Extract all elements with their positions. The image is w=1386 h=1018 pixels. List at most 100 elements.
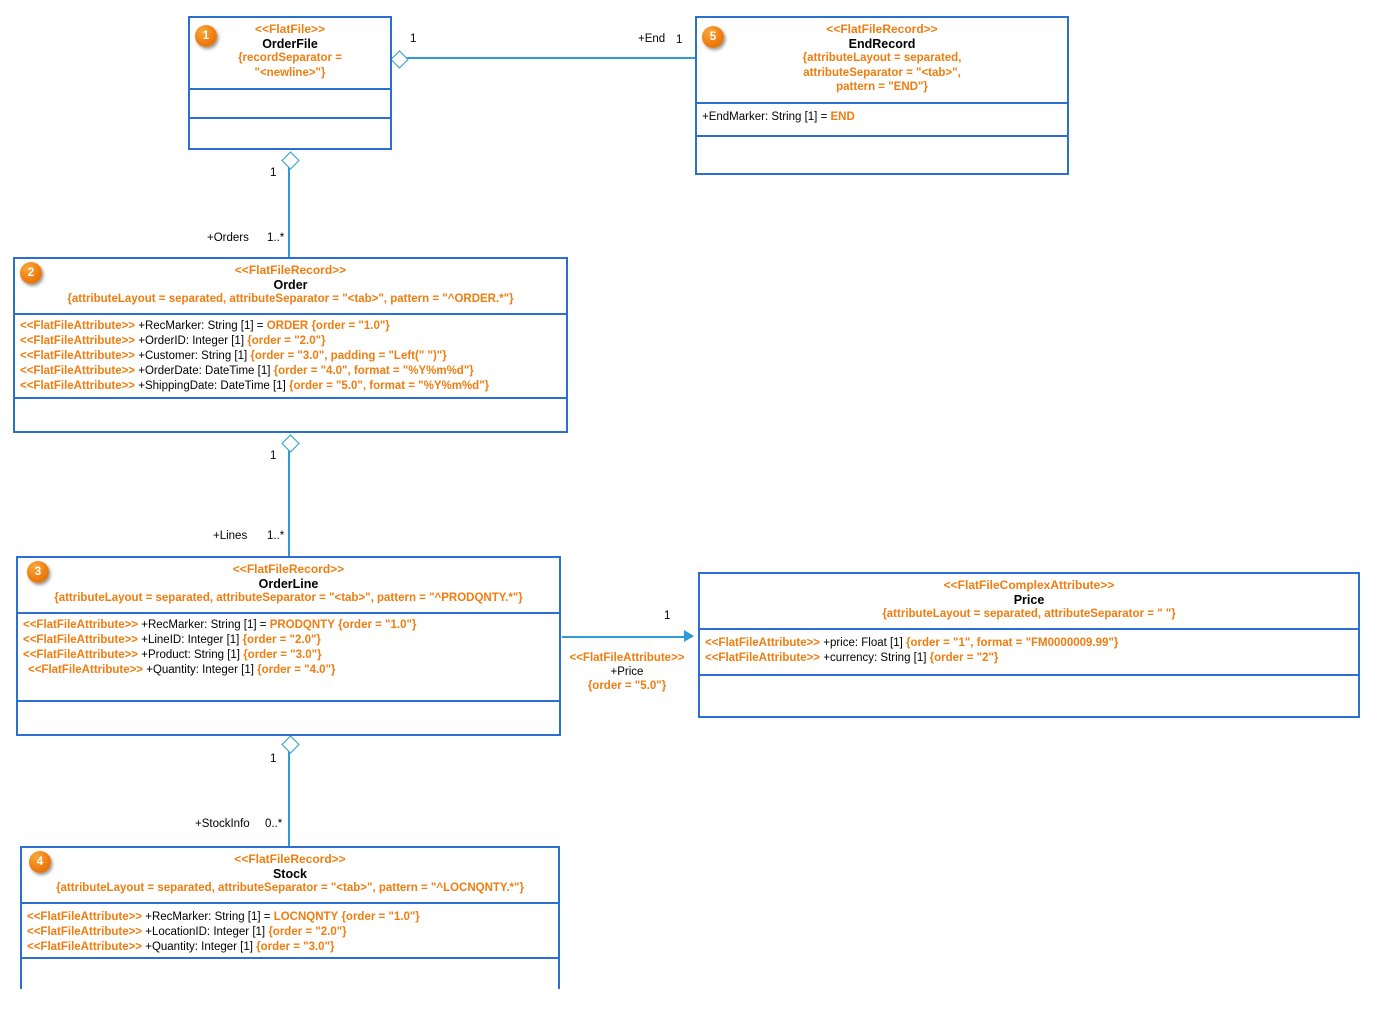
connector-orderfile-endrecord-target-multiplicity: 1 [676,34,683,46]
class-endrecord-operations [697,137,1067,173]
attribute-row: <<FlatFileAttribute>> +Customer: String … [20,349,564,364]
attribute-row: <<FlatFileAttribute>> +ShippingDate: Dat… [20,379,564,394]
attribute-row: <<FlatFileAttribute>> +RecMarker: String… [27,910,556,925]
attribute-stereotype: <<FlatFileAttribute>> [23,649,139,661]
connector-orderfile-endrecord-source-multiplicity: 1 [410,33,417,45]
connector-order-orderline-target-role: +Lines [213,530,248,542]
class-price-stereotype: <<FlatFileComplexAttribute>> [943,578,1115,592]
attribute-stereotype: <<FlatFileAttribute>> [20,320,136,332]
class-endrecord-name: EndRecord [848,36,916,51]
connector-orderline-price-line[interactable] [562,636,692,638]
connector-price-role: +Price [610,666,644,678]
connector-orderline-price-target-multiplicity: 1 [664,610,671,622]
class-orderfile-attributes [190,90,390,119]
attribute-row: <<FlatFileAttribute>> +RecMarker: String… [23,618,557,633]
attribute-tags: {order = "1.0"} [338,619,417,631]
connector-orderline-stock-line[interactable] [288,750,290,846]
attribute-stereotype: <<FlatFileAttribute>> [27,911,143,923]
class-stock-name: Stock [272,866,308,881]
class-price-header: <<FlatFileComplexAttribute>> Price {attr… [700,574,1358,630]
class-box-orderfile[interactable]: <<FlatFile>> OrderFile {recordSeparator … [188,16,392,150]
connector-price-tags: {order = "5.0"} [587,680,667,692]
connector-orderfile-order-target-multiplicity: 1..* [267,232,285,244]
attribute-default: LOCNQNTY [273,911,339,923]
connector-order-orderline-source-multiplicity: 1 [270,450,277,462]
class-endrecord-header: <<FlatFileRecord>> EndRecord {attributeL… [697,18,1067,104]
attribute-default: END [830,111,855,123]
class-stock-header: <<FlatFileRecord>> Stock {attributeLayou… [22,848,558,904]
attribute-row: <<FlatFileAttribute>> +RecMarker: String… [20,319,564,334]
attribute-tags: {order = "2.0"} [242,634,321,646]
attribute-signature: +Product: String [1] [141,649,244,661]
badge-3: 3 [27,561,49,583]
class-box-orderline[interactable]: <<FlatFileRecord>> OrderLine {attributeL… [16,556,561,736]
connector-orderline-stock-target-role: +StockInfo [195,818,250,830]
attribute-signature: +EndMarker: String [1] = [702,111,831,123]
attribute-row: <<FlatFileAttribute>> +Product: String [… [23,648,557,663]
class-endrecord-property-0: {attributeLayout = separated, [802,52,962,64]
class-box-endrecord[interactable]: <<FlatFileRecord>> EndRecord {attributeL… [695,16,1069,175]
class-price-name: Price [1013,592,1045,607]
class-orderfile-property-1: "<newline>"} [254,66,326,79]
connector-orderfile-endrecord-line[interactable] [400,57,696,59]
attribute-default: PRODQNTY [269,619,335,631]
class-stock-attributes: <<FlatFileAttribute>> +RecMarker: String… [22,904,558,959]
attribute-tags: {order = "4.0"} [257,664,336,676]
attribute-tags: {order = "3.0", padding = "Left(" ")"} [250,350,447,362]
class-price-property-0: {attributeLayout = separated, attributeS… [882,608,1176,620]
attribute-row: <<FlatFileAttribute>> +LocationID: Integ… [27,925,556,940]
class-orderline-header: <<FlatFileRecord>> OrderLine {attributeL… [18,558,559,614]
attribute-stereotype: <<FlatFileAttribute>> [28,664,144,676]
badge-5: 5 [702,26,724,48]
connector-orderline-stock-target-multiplicity: 0..* [265,818,283,830]
class-price-operations [700,676,1358,716]
attribute-tags: {order = "2.0"} [247,335,326,347]
attribute-signature: +OrderID: Integer [1] [138,335,248,347]
attribute-row: <<FlatFileAttribute>> +Quantity: Integer… [27,940,556,955]
class-order-property-0: {attributeLayout = separated, attributeS… [67,293,514,305]
class-box-price[interactable]: <<FlatFileComplexAttribute>> Price {attr… [698,572,1360,718]
aggregation-diamond-orderfile-orders [280,151,300,170]
badge-4: 4 [29,851,51,873]
attribute-tags: {order = "2.0"} [268,926,347,938]
badge-2: 2 [20,262,42,284]
aggregation-diamond-orderline-stockinfo [280,735,300,754]
attribute-stereotype: <<FlatFileAttribute>> [27,941,143,953]
attribute-stereotype: <<FlatFileAttribute>> [705,652,821,664]
class-price-attributes: <<FlatFileAttribute>> +price: Float [1] … [700,630,1358,676]
attribute-tags: {order = "1.0"} [311,320,390,332]
aggregation-diamond-orderfile-end [390,49,409,69]
attribute-tags: {order = "3.0"} [256,941,335,953]
attribute-signature: +RecMarker: String [1] = [141,619,270,631]
connector-orderfile-order-line[interactable] [288,160,290,257]
class-box-order[interactable]: <<FlatFileRecord>> Order {attributeLayou… [13,257,568,433]
connector-order-orderline-target-multiplicity: 1..* [267,530,285,542]
attribute-stereotype: <<FlatFileAttribute>> [20,365,136,377]
attribute-stereotype: <<FlatFileAttribute>> [20,380,136,392]
class-orderline-name: OrderLine [258,576,319,591]
class-orderfile-header: <<FlatFile>> OrderFile {recordSeparator … [190,18,390,90]
attribute-signature: +OrderDate: DateTime [1] [138,365,274,377]
attribute-tags: {order = "2"} [929,652,999,664]
attribute-tags: {order = "1.0"} [341,911,420,923]
attribute-row: <<FlatFileAttribute>> +OrderID: Integer … [20,334,564,349]
class-order-operations [15,399,566,431]
class-orderline-operations [18,702,559,734]
class-orderfile-operations [190,119,390,148]
connector-price-stereotype: <<FlatFileAttribute>> [569,652,685,664]
attribute-row: <<FlatFileAttribute>> +price: Float [1] … [705,636,1356,651]
class-orderfile-property-0: {recordSeparator = [238,52,342,64]
attribute-signature: +Quantity: Integer [1] [145,941,257,953]
class-box-stock[interactable]: <<FlatFileRecord>> Stock {attributeLayou… [20,846,560,989]
connector-order-orderline-line[interactable] [288,448,290,557]
attribute-tags: {order = "1", format = "FM0000009.99"} [906,637,1119,649]
connector-orderfile-order-source-multiplicity: 1 [270,167,277,179]
class-order-header: <<FlatFileRecord>> Order {attributeLayou… [15,259,566,315]
attribute-tags: {order = "4.0", format = "%Y%m%d"} [273,365,474,377]
attribute-signature: +price: Float [1] [823,637,907,649]
class-order-stereotype: <<FlatFileRecord>> [234,263,347,277]
attribute-signature: +currency: String [1] [823,652,930,664]
attribute-signature: +Quantity: Integer [1] [146,664,258,676]
class-endrecord-attributes: +EndMarker: String [1] = END [697,104,1067,137]
